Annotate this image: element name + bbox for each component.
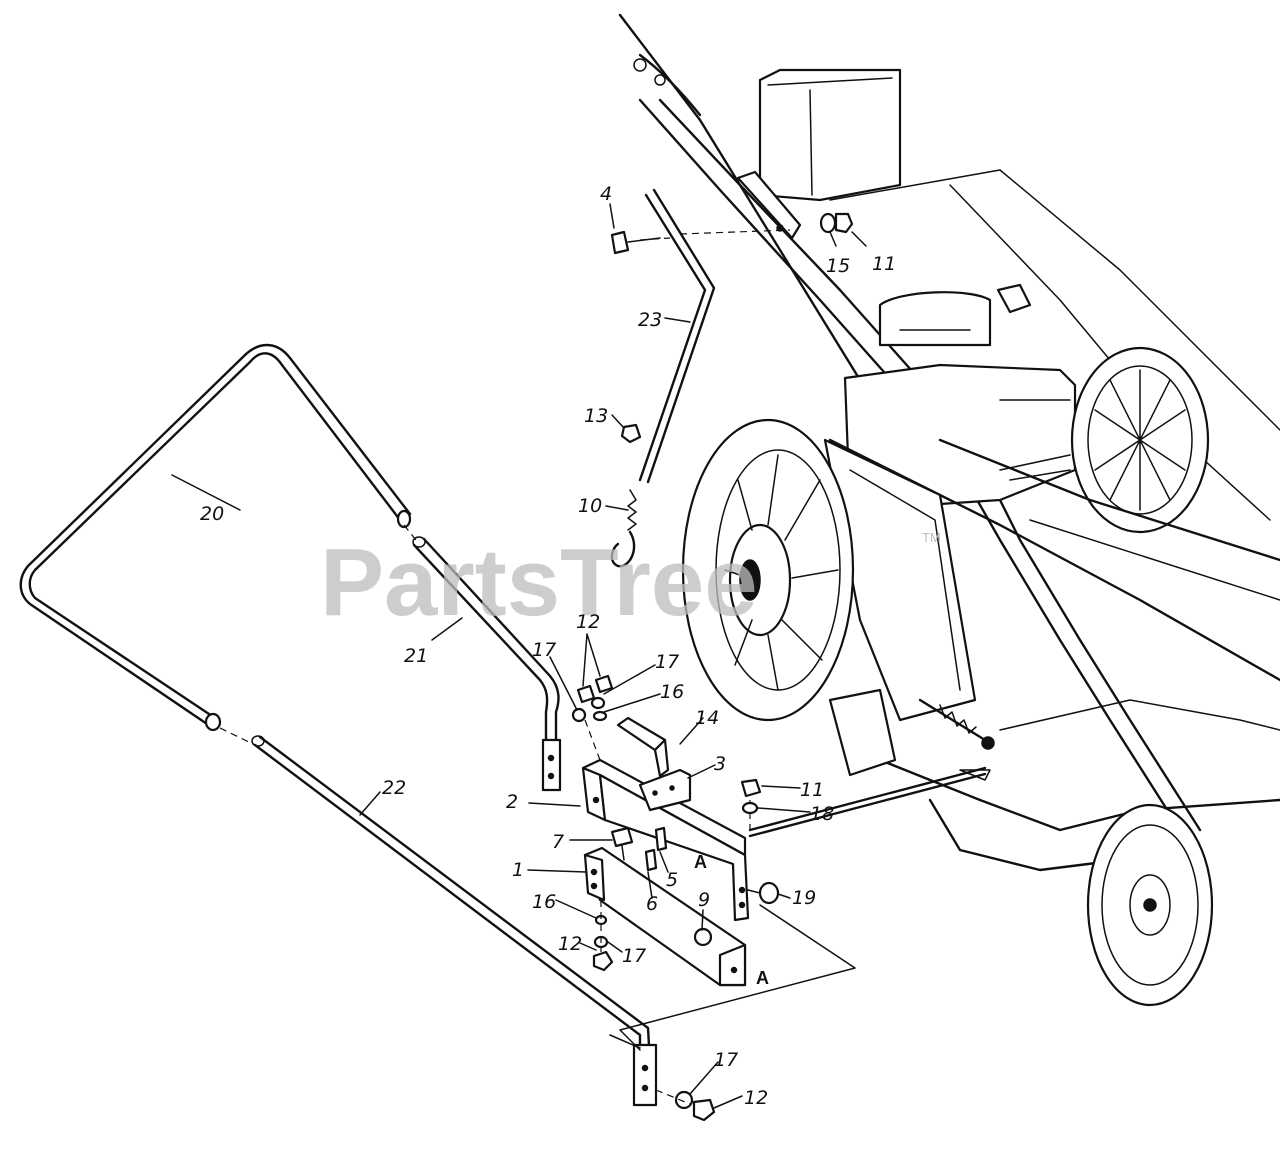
- mower-assembly: [618, 13, 1280, 1007]
- callout-13: 13: [584, 405, 608, 427]
- callout-12-foot: 12: [744, 1087, 768, 1109]
- watermark-text: PartsTree: [320, 529, 758, 636]
- callout-19: 19: [792, 887, 816, 909]
- callout-9: 9: [698, 889, 710, 911]
- handle-upper-20: [19, 343, 417, 746]
- callout-11-top: 11: [872, 253, 896, 275]
- trademark-text: TM: [922, 530, 941, 545]
- callout-22: 22: [382, 777, 406, 799]
- reference-mark-a-upper: A: [694, 852, 707, 872]
- callout-20: 20: [200, 503, 224, 525]
- callout-5: 5: [666, 869, 678, 891]
- callout-23: 23: [638, 309, 662, 331]
- watermark: PartsTree TM: [320, 529, 941, 636]
- reference-mark-a-lower: A: [756, 968, 769, 988]
- callout-12-top: 12: [576, 611, 600, 633]
- callout-3: 3: [714, 753, 726, 775]
- callout-11-right: 11: [800, 779, 824, 801]
- callout-16-bottom: 16: [532, 891, 556, 913]
- callout-4: 4: [600, 183, 612, 205]
- callout-14: 14: [695, 707, 719, 729]
- handle-side-21: [412, 536, 562, 792]
- callout-1: 1: [512, 859, 524, 881]
- callout-17-left: 17: [532, 639, 556, 661]
- linkage-rod-23: [610, 188, 854, 568]
- brackets-assembly: [571, 674, 987, 1051]
- callout-21: 21: [404, 645, 428, 667]
- callout-18: 18: [810, 803, 834, 825]
- callout-2: 2: [506, 791, 518, 813]
- callout-17-bottom: 17: [622, 945, 646, 967]
- callout-6: 6: [646, 893, 658, 915]
- callout-10: 10: [578, 495, 602, 517]
- callout-16-top: 16: [660, 681, 684, 703]
- callout-15: 15: [826, 255, 850, 277]
- callout-leaders: [171, 203, 867, 1109]
- callout-17-right: 17: [655, 651, 679, 673]
- handle-lower-22: [251, 735, 716, 1122]
- callout-7: 7: [552, 831, 564, 853]
- callout-17-foot: 17: [714, 1049, 738, 1071]
- callout-12-bottom: 12: [558, 933, 582, 955]
- callout-labels: 4 15 11 23 13 10 20 21 12 17 17 16 14 3 …: [200, 183, 896, 1109]
